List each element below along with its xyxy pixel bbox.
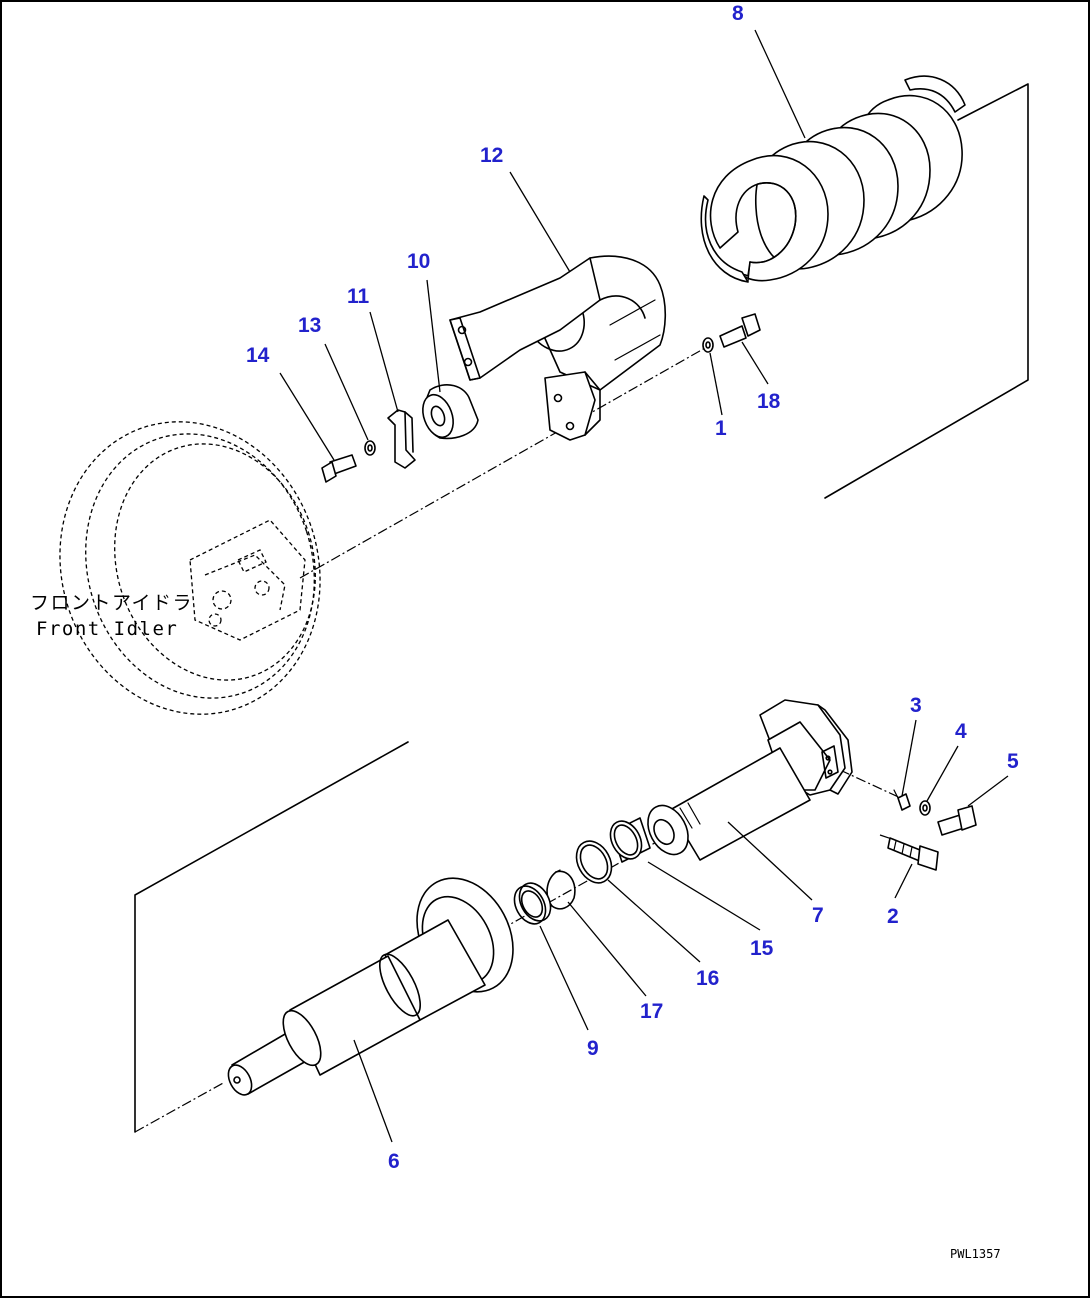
callout-17: 17 (640, 1000, 663, 1023)
drawing-code: PWL1357 (950, 1247, 1001, 1261)
part-5-bolt (937, 805, 977, 836)
callout-labels: 8 12 10 11 13 14 1 18 3 4 5 2 7 15 16 17… (246, 2, 1019, 1173)
part-9-bushing (513, 882, 552, 925)
part-3-lock (893, 789, 911, 811)
callout-8: 8 (732, 2, 744, 25)
upper-assembly-plane (299, 83, 1029, 579)
part-17-snap-ring (546, 869, 576, 910)
part-1-washer (702, 337, 714, 353)
part-15-bushing (609, 817, 651, 863)
part-13-washer (364, 440, 376, 456)
part-2-grease-fitting (887, 837, 939, 871)
front-idler-phantom (59, 421, 321, 715)
callout-3: 3 (910, 694, 922, 717)
callout-1: 1 (715, 417, 727, 440)
callout-14: 14 (246, 344, 270, 367)
callout-13: 13 (298, 314, 321, 337)
part-4-washer (919, 800, 931, 816)
part-18-bolt (719, 313, 761, 348)
part-11-plate (387, 409, 416, 469)
callout-15: 15 (750, 937, 774, 960)
callout-5: 5 (1007, 750, 1019, 773)
part-12-yoke (449, 255, 667, 441)
caption-english: Front Idler (36, 618, 178, 640)
caption-japanese: フロントアイドラ (30, 592, 193, 614)
part-7-shaft (647, 699, 853, 861)
callout-11: 11 (347, 285, 370, 308)
callout-18: 18 (757, 390, 781, 413)
callout-2: 2 (887, 905, 899, 928)
front-idler-caption: フロントアイドラ Front Idler (30, 592, 193, 640)
callout-9: 9 (587, 1037, 599, 1060)
part-16-seal (575, 840, 613, 884)
part-10-collar (422, 384, 479, 440)
part-8-recoil-spring (700, 75, 966, 283)
callout-4: 4 (955, 720, 967, 743)
callout-12: 12 (480, 144, 503, 167)
callout-6: 6 (388, 1150, 400, 1173)
callout-7: 7 (812, 904, 824, 927)
callout-16: 16 (696, 967, 719, 990)
leader-lines (279, 29, 1009, 1143)
callout-10: 10 (407, 250, 430, 273)
part-6-cylinder (227, 877, 514, 1096)
part-14-bolt (321, 454, 357, 483)
